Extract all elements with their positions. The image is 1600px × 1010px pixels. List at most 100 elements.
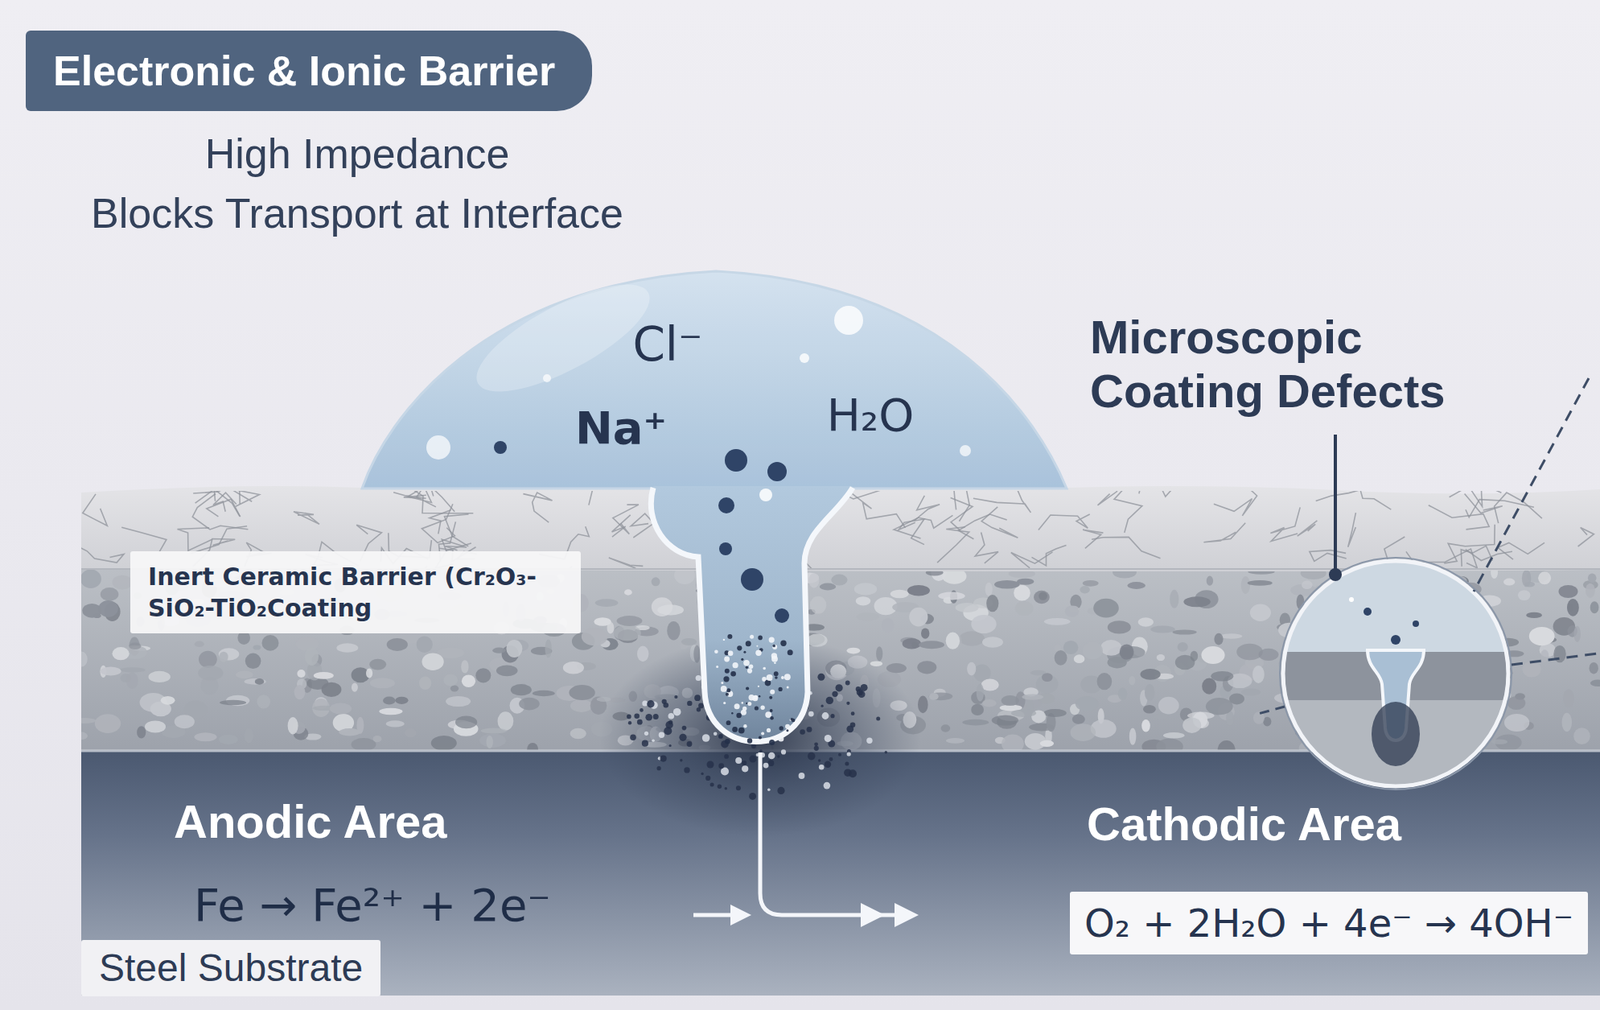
corrosion-speckle <box>679 758 683 761</box>
bubble <box>426 435 451 460</box>
pore-speckle <box>769 689 775 695</box>
granule <box>1250 604 1271 622</box>
granule <box>304 646 319 666</box>
corrosion-speckle <box>651 739 655 743</box>
granule <box>1044 617 1071 626</box>
crack <box>293 511 320 525</box>
granule <box>946 632 960 650</box>
pore-speckle <box>747 701 752 706</box>
granule <box>492 647 506 654</box>
granule <box>1172 629 1197 634</box>
corrosion-speckle <box>781 748 786 754</box>
crack <box>192 493 248 530</box>
corrosion-speckle <box>876 716 881 721</box>
crack <box>441 538 467 552</box>
granule <box>1183 596 1210 607</box>
corrosion-speckle <box>641 740 649 747</box>
title-text: Electronic & Ionic Barrier <box>53 46 556 95</box>
pore-speckle <box>723 675 729 682</box>
ion-dot <box>718 497 735 514</box>
ion-label: Na⁺ <box>575 402 667 454</box>
crack <box>1213 490 1258 516</box>
granule <box>1097 672 1113 690</box>
title-badge: Electronic & Ionic Barrier <box>25 30 593 112</box>
corrosion-speckle <box>633 713 640 720</box>
granule <box>526 742 539 750</box>
pore-speckle <box>743 650 746 654</box>
granule <box>917 660 937 674</box>
crack <box>1578 527 1595 548</box>
granule <box>1205 697 1234 715</box>
crack <box>1270 506 1300 541</box>
mag-dot <box>1390 634 1401 645</box>
granule <box>1201 678 1217 695</box>
granule <box>596 696 612 702</box>
granule <box>1119 643 1135 659</box>
granule <box>1491 739 1508 745</box>
corrosion-speckle <box>637 719 643 725</box>
corrosion-speckle <box>717 784 722 789</box>
subtitle-text: Blocks Transport at Interface <box>90 189 624 239</box>
pore-speckles <box>714 633 795 745</box>
granule <box>378 707 403 715</box>
corrosion-speckle <box>821 704 824 708</box>
pore-speckle <box>736 645 742 650</box>
pore-speckle <box>728 649 734 656</box>
corrosion-speckle <box>850 721 856 728</box>
granule <box>1072 714 1086 724</box>
pore-speckle <box>743 723 747 728</box>
pore-speckle <box>757 685 760 687</box>
magnifier-rim <box>1283 560 1509 786</box>
granule <box>510 683 532 696</box>
granule <box>1236 643 1263 661</box>
pore-speckle <box>754 705 759 710</box>
corrosion-speckle <box>826 696 834 704</box>
granule <box>1040 740 1054 747</box>
corrosion-speckle <box>718 762 724 769</box>
corrosion-speckle <box>741 760 747 766</box>
granule <box>616 615 643 626</box>
crack <box>1091 536 1160 558</box>
granule <box>855 596 872 605</box>
granule <box>1138 616 1154 627</box>
magnifier-content <box>1279 596 1521 797</box>
granule <box>1093 598 1119 618</box>
granule <box>296 669 305 678</box>
corrosion-speckle <box>663 702 670 708</box>
granule <box>81 717 96 724</box>
granule <box>497 711 515 731</box>
pore-speckle <box>756 645 758 647</box>
pore-speckle <box>769 715 774 720</box>
granule <box>431 735 457 750</box>
crack <box>82 493 108 526</box>
pore-speckle <box>778 686 783 692</box>
pore-speckle <box>769 708 774 712</box>
granule <box>256 694 271 708</box>
granule <box>1210 670 1234 682</box>
corrosion-speckle <box>713 732 718 737</box>
ion-dot <box>493 440 507 454</box>
pore-speckle <box>755 649 761 656</box>
granule <box>1517 589 1531 601</box>
granule <box>624 588 633 595</box>
granule <box>982 699 997 707</box>
corrosion-speckle <box>845 680 851 686</box>
granule <box>1213 633 1223 646</box>
granule <box>1073 653 1086 663</box>
granule <box>808 572 819 589</box>
corrosion-speckle <box>700 772 704 775</box>
granule <box>1043 708 1066 717</box>
granule <box>1001 695 1020 706</box>
pore-speckle <box>762 666 766 671</box>
arrowhead <box>730 904 752 926</box>
granule <box>918 640 945 649</box>
granule <box>1141 719 1151 733</box>
corrosion-speckle <box>683 766 690 773</box>
granule <box>532 690 556 696</box>
granule <box>112 575 133 590</box>
granule <box>1182 717 1202 733</box>
granule <box>1100 639 1122 656</box>
granule <box>1190 650 1198 662</box>
granule <box>1503 578 1515 586</box>
